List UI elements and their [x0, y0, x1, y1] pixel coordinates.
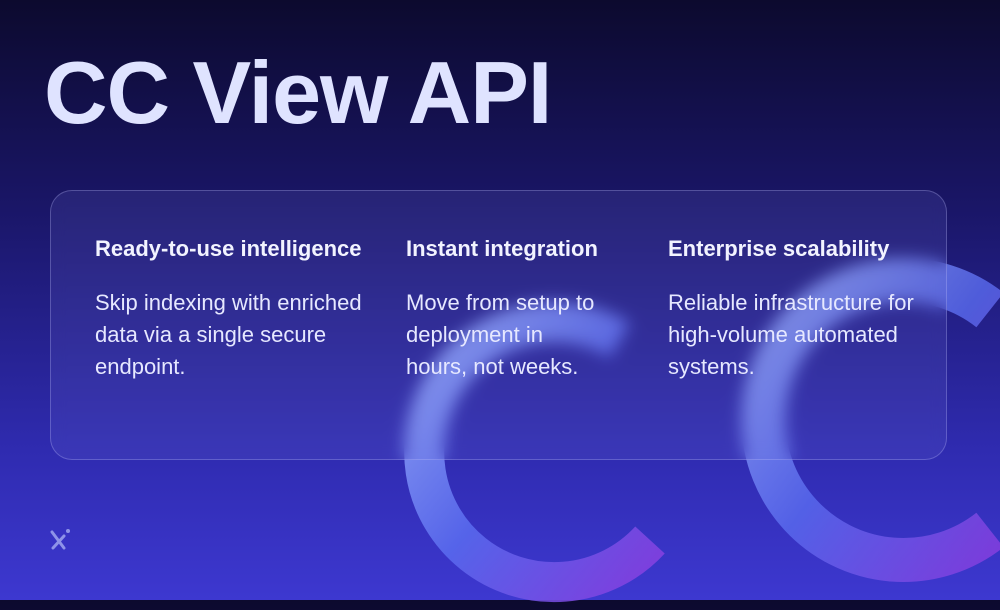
page-title: CC View API [44, 43, 552, 142]
feature-text: Reliable infrastructure for high-volume … [668, 290, 914, 379]
feature-text: Skip indexing with enriched data via a s… [95, 290, 362, 379]
feature-instant-integration: Instant integration Move from setup to d… [406, 233, 606, 383]
feature-heading: Instant integration [406, 236, 598, 261]
feature-heading: Ready-to-use intelligence [95, 236, 362, 261]
feature-text: Move from setup to deployment in hours, … [406, 290, 595, 379]
feature-enterprise-scalability: Enterprise scalability Reliable infrastr… [668, 233, 918, 383]
feature-heading: Enterprise scalability [668, 236, 890, 261]
x-logo-icon [50, 529, 70, 550]
features-card: Ready-to-use intelligence Skip indexing … [50, 190, 947, 460]
feature-ready-to-use: Ready-to-use intelligence Skip indexing … [95, 233, 365, 383]
